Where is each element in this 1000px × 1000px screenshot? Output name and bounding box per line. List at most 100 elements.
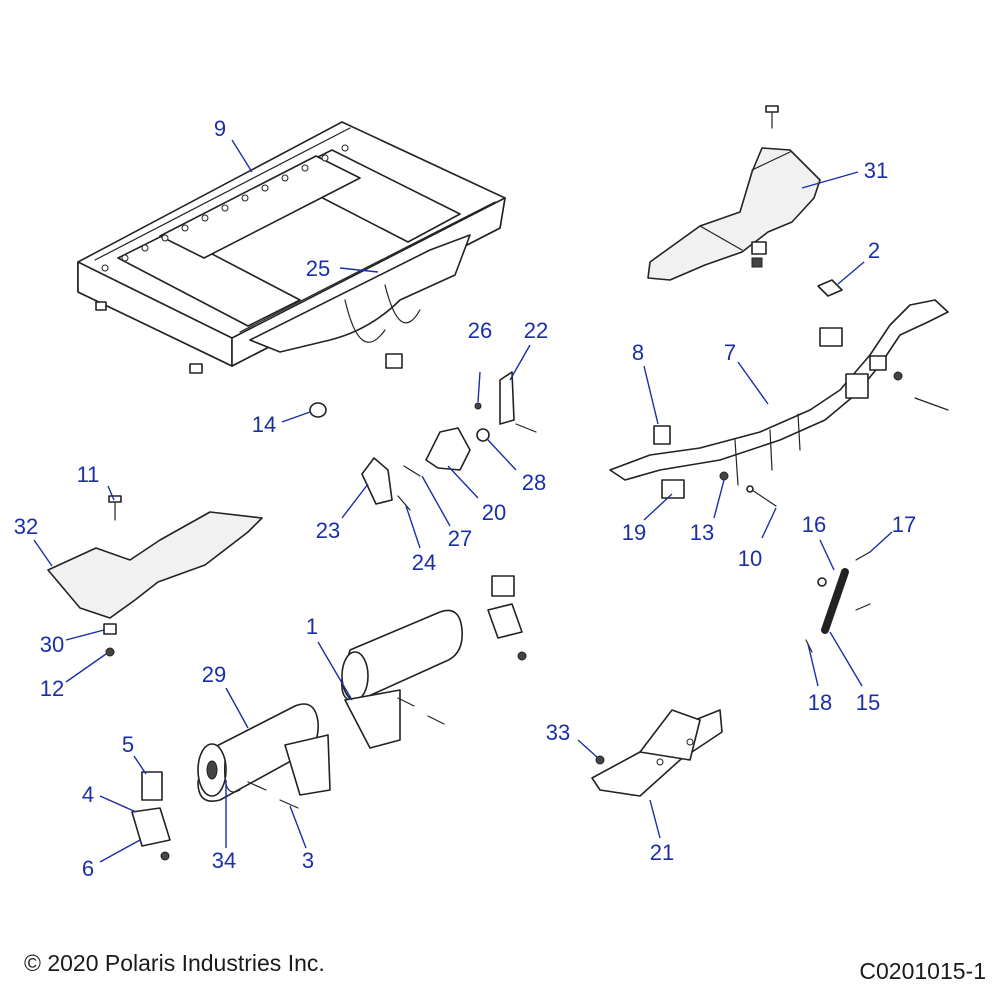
part-2-nut — [817, 279, 843, 297]
callout-16: 16 — [802, 512, 826, 537]
leader-7 — [737, 361, 769, 405]
part-28-spacer — [476, 423, 537, 442]
callout-21: 21 — [650, 840, 674, 865]
leader-18 — [807, 643, 819, 687]
leader-14 — [281, 411, 311, 423]
callout-14: 14 — [252, 412, 276, 437]
callout-26: 26 — [468, 318, 492, 343]
leader-16 — [819, 539, 835, 571]
leader-8 — [643, 365, 659, 425]
leader-32 — [33, 539, 53, 567]
callout-27: 27 — [448, 526, 472, 551]
leader-23 — [341, 483, 369, 519]
drawing-code: C0201015-1 — [859, 958, 986, 984]
callout-3: 3 — [302, 848, 314, 873]
leader-1 — [317, 641, 353, 701]
part-3-bolt — [247, 781, 299, 809]
callout-13: 13 — [690, 520, 714, 545]
part-13-nut — [719, 471, 729, 481]
part-26-nut — [474, 402, 482, 410]
leader-25 — [339, 267, 379, 273]
leader-3 — [289, 805, 307, 849]
part-21-bracket — [591, 709, 723, 797]
callout-7: 7 — [724, 340, 736, 365]
leader-12 — [65, 653, 107, 683]
part-9-frame — [77, 121, 506, 374]
callout-8: 8 — [632, 340, 644, 365]
callout-24: 24 — [412, 550, 436, 575]
leader-20 — [447, 465, 479, 499]
callout-9: 9 — [214, 116, 226, 141]
copyright-notice: © 2020 Polaris Industries Inc. — [24, 950, 325, 976]
leader-15 — [829, 631, 863, 687]
part-20-bracket — [425, 427, 471, 471]
callout-29: 29 — [202, 662, 226, 687]
callout-32: 32 — [14, 514, 38, 539]
leader-31 — [801, 171, 859, 189]
part-31-heat-shield — [647, 105, 821, 281]
muffler-hardware — [397, 575, 527, 725]
leader-13 — [713, 479, 725, 519]
leader-17 — [869, 531, 893, 553]
part-19-isolator — [661, 479, 685, 499]
part-4-bracket — [131, 807, 171, 847]
leader-29 — [225, 687, 249, 729]
callout-18: 18 — [808, 690, 832, 715]
part-10-bolt — [746, 485, 777, 507]
callout-22: 22 — [524, 318, 548, 343]
callout-12: 12 — [40, 676, 64, 701]
callout-labels: 9 31 2 25 26 22 8 7 14 28 20 11 23 27 24… — [14, 116, 916, 881]
callout-30: 30 — [40, 632, 64, 657]
callout-10: 10 — [738, 546, 762, 571]
leader-30 — [65, 629, 105, 641]
callout-5: 5 — [122, 732, 134, 757]
callout-11: 11 — [77, 462, 100, 487]
callout-31: 31 — [864, 158, 888, 183]
part-14-grommet — [309, 402, 327, 418]
callout-1: 1 — [306, 614, 318, 639]
part-1-muffler — [341, 609, 463, 749]
leader-22 — [509, 344, 531, 381]
callout-34: 34 — [212, 848, 236, 873]
leader-24 — [405, 505, 421, 549]
part-8-isolator — [653, 425, 671, 445]
part-22-bracket — [499, 371, 515, 425]
leader-11 — [107, 485, 115, 501]
part-32-heat-shield — [47, 495, 263, 619]
part-17-pin — [855, 551, 871, 611]
part-27-screw — [403, 465, 421, 477]
leader-26 — [477, 371, 481, 403]
callout-15: 15 — [856, 690, 880, 715]
part-29-muffler — [197, 703, 331, 802]
part-23-bracket — [361, 457, 393, 505]
part-16-clip — [817, 577, 827, 587]
callout-19: 19 — [622, 520, 646, 545]
part-15-support — [821, 568, 849, 634]
leader-27 — [421, 475, 451, 527]
part-5-isolator — [141, 771, 163, 801]
part-12-nut — [105, 647, 115, 657]
leader-33 — [577, 739, 599, 759]
leader-6 — [99, 839, 141, 863]
part-30-nut — [103, 623, 117, 635]
leader-2 — [837, 261, 865, 285]
leader-10 — [761, 507, 777, 539]
callout-28: 28 — [522, 470, 546, 495]
leader-28 — [487, 439, 517, 471]
callout-23: 23 — [316, 518, 340, 543]
callout-2: 2 — [868, 238, 880, 263]
part-6-nut — [160, 851, 170, 861]
leader-4 — [99, 795, 137, 813]
leader-21 — [649, 799, 661, 839]
leader-19 — [643, 493, 673, 521]
part-7-pipe-assembly — [609, 299, 949, 486]
callout-4: 4 — [82, 782, 94, 807]
part-24-bolt — [397, 495, 411, 511]
callout-33: 33 — [546, 720, 570, 745]
callout-17: 17 — [892, 512, 916, 537]
callout-20: 20 — [482, 500, 506, 525]
callout-25: 25 — [306, 256, 330, 281]
part-34-clamp — [223, 759, 241, 793]
